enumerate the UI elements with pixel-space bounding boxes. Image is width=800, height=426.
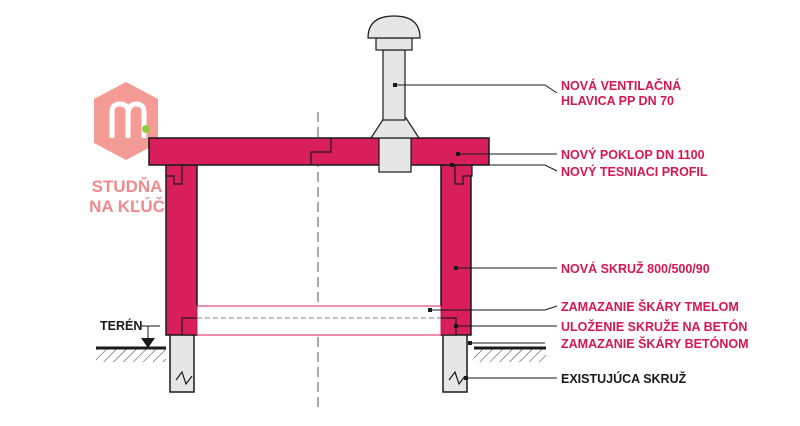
label-sealing-profile: NOVÝ TESNIACI PROFIL xyxy=(561,164,708,179)
terrain-arrow xyxy=(141,338,155,348)
logo: STUDŇA NA KĽÚČ xyxy=(89,82,165,216)
existing-ring xyxy=(169,333,468,393)
ring-wall-left xyxy=(165,164,198,336)
label-ring: NOVÁ SKRUŽ 800/500/90 xyxy=(561,261,710,276)
joint-sealant xyxy=(196,305,442,336)
vent-pipe-collar xyxy=(369,117,421,139)
existing-ring-left xyxy=(169,333,195,393)
terrain-label: TERÉN xyxy=(100,318,142,333)
vent-pipe-lower xyxy=(378,137,412,173)
label-joint-sealant: ZAMAZANIE ŠKÁRY TMELOM xyxy=(561,299,739,314)
cover-section-break xyxy=(310,138,332,165)
terrain xyxy=(96,346,546,362)
vent-cap xyxy=(367,15,421,39)
leader-dots xyxy=(393,83,472,380)
vent-neck xyxy=(375,37,413,51)
well-logo-glyph xyxy=(109,101,147,138)
break-mark-right xyxy=(448,370,466,386)
label-cover: NOVÝ POKLOP DN 1100 xyxy=(561,147,705,162)
logo-dot xyxy=(142,125,150,133)
break-mark-left xyxy=(175,370,193,386)
label-ventilation-head-1: NOVÁ VENTILAČNÁ xyxy=(561,78,681,93)
label-existing-ring: EXISTUJÚCA SKRUŽ xyxy=(561,371,687,386)
leader-lines xyxy=(395,84,558,379)
label-ventilation-head-2: HLAVICA PP DN 70 xyxy=(561,94,674,108)
terrain-hatch-right xyxy=(474,348,546,362)
ring-step-left xyxy=(181,317,198,336)
existing-ring-right xyxy=(442,333,468,393)
logo-line2: NA KĽÚČ xyxy=(89,197,165,216)
label-joint-concrete: ZAMAZANIE ŠKÁRY BETÓNOM xyxy=(561,336,749,351)
ventilation-head xyxy=(367,15,421,173)
label-ring-on-concrete: ULOŽENIE SKRUŽE NA BETÓN xyxy=(561,319,747,334)
ring-step-right xyxy=(440,317,457,336)
cover-slab xyxy=(148,137,490,166)
terrain-hatch-left xyxy=(96,348,166,362)
logo-line1: STUDŇA xyxy=(92,177,163,196)
